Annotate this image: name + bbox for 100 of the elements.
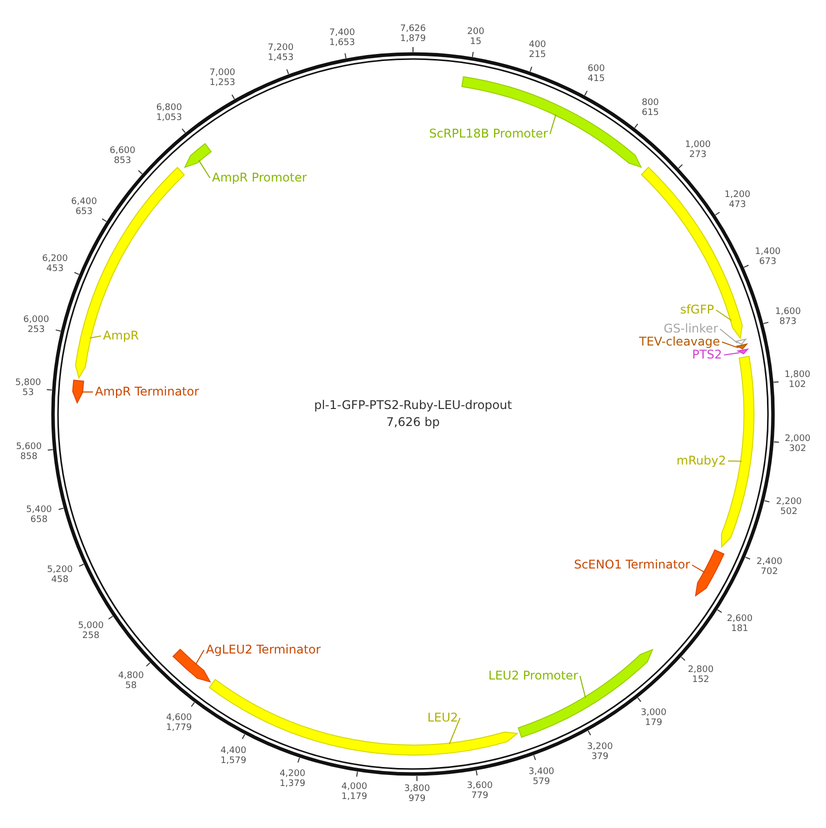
tick-label: 7,000 bbox=[210, 68, 236, 78]
tick-label: 473 bbox=[728, 200, 746, 210]
tick-label: 6,600 bbox=[110, 146, 136, 156]
tick-label: 7,400 bbox=[329, 28, 355, 38]
tick-label: 1,579 bbox=[220, 756, 246, 766]
tick-label: 3,200 bbox=[587, 742, 613, 752]
feature-label: mRuby2 bbox=[676, 454, 726, 468]
tick-label: 273 bbox=[689, 150, 706, 160]
leader-line bbox=[198, 160, 210, 178]
tick-label: 4,200 bbox=[280, 769, 306, 780]
tick-label: 1,053 bbox=[156, 112, 182, 123]
leader-line bbox=[716, 310, 732, 321]
leader-line bbox=[692, 564, 706, 573]
tick-label: 5,200 bbox=[47, 565, 73, 576]
feature-label: GS-linker bbox=[664, 322, 718, 336]
feature-label: ScENO1 Terminator bbox=[574, 558, 690, 572]
tick-label: 3,400 bbox=[528, 766, 554, 777]
leader-line bbox=[720, 328, 738, 344]
tick-label: 1,879 bbox=[400, 34, 426, 44]
tick-label: 181 bbox=[731, 624, 748, 634]
tick-label: 179 bbox=[645, 718, 662, 728]
tick-label: 779 bbox=[471, 790, 488, 801]
feature-arc bbox=[208, 679, 518, 756]
tick-label: 1,653 bbox=[329, 38, 355, 48]
tick-label: 2,800 bbox=[688, 664, 714, 675]
tick-label: 102 bbox=[788, 380, 806, 390]
plasmid-name: pl-1-GFP-PTS2-Ruby-LEU-dropout bbox=[314, 397, 512, 414]
feature-label: AmpR Terminator bbox=[95, 386, 200, 398]
feature-arc bbox=[735, 343, 748, 350]
feature-label: AmpR bbox=[103, 330, 139, 342]
tick-label: 5,600 bbox=[16, 442, 42, 452]
tick-label: 3,800 bbox=[404, 784, 430, 794]
tick-label: 1,000 bbox=[685, 140, 711, 150]
feature-label: ScRPL18B Promoter bbox=[429, 128, 548, 140]
feature-label: sfGFP bbox=[680, 304, 714, 316]
feature-label: PTS2 bbox=[692, 348, 722, 362]
feature-arc bbox=[184, 143, 212, 168]
leader-line bbox=[722, 342, 739, 348]
tick-label: 1,253 bbox=[210, 78, 236, 88]
leader-line bbox=[724, 352, 740, 356]
tick-label: 5,400 bbox=[26, 504, 52, 515]
leader-line bbox=[728, 460, 742, 462]
leader-line bbox=[580, 676, 586, 698]
tick-label: 5,000 bbox=[78, 621, 104, 631]
tick-label: 658 bbox=[30, 514, 48, 525]
tick-label: 4,600 bbox=[166, 712, 192, 723]
tick-label: 200 bbox=[467, 26, 484, 37]
tick-label: 215 bbox=[528, 50, 546, 60]
tick-label: 4,000 bbox=[341, 782, 368, 792]
tick-label: 400 bbox=[528, 40, 546, 50]
tick-label: 415 bbox=[588, 74, 605, 84]
tick-label: 600 bbox=[588, 64, 605, 74]
tick-label: 3,600 bbox=[466, 780, 493, 791]
feature-label: LEU2 bbox=[427, 712, 458, 724]
tick-label: 7,200 bbox=[268, 42, 294, 53]
feature-label: TEV-cleavage bbox=[639, 336, 720, 348]
tick-label: 1,453 bbox=[268, 52, 294, 63]
tick-label: 6,800 bbox=[156, 102, 182, 113]
tick-label: 1,779 bbox=[166, 722, 192, 733]
tick-label: 858 bbox=[20, 452, 38, 462]
tick-label: 800 bbox=[642, 98, 659, 108]
feature-label: AmpR Promoter bbox=[212, 172, 307, 184]
tick-label: 2,400 bbox=[756, 557, 782, 568]
feature-label: AgLEU2 Terminator bbox=[206, 644, 321, 656]
tick-label: 458 bbox=[51, 575, 68, 586]
feature-label: LEU2 Promoter bbox=[488, 670, 578, 682]
tick-label: 6,400 bbox=[71, 197, 97, 208]
tick-label: 615 bbox=[642, 108, 659, 118]
tick-label: 5,800 bbox=[15, 378, 42, 388]
leader-line bbox=[550, 114, 556, 134]
tick-label: 2,000 bbox=[784, 434, 811, 444]
tick-label: 1,400 bbox=[754, 246, 781, 257]
tick-label: 1,600 bbox=[775, 307, 801, 318]
tick-label: 58 bbox=[125, 680, 137, 691]
plasmid-length: 7,626 bp bbox=[386, 414, 440, 431]
leader-line bbox=[89, 336, 102, 338]
tick-label: 2,200 bbox=[776, 496, 802, 507]
tick-label: 379 bbox=[591, 752, 609, 762]
feature-arc bbox=[695, 549, 724, 596]
tick-label: 253 bbox=[28, 325, 45, 336]
tick-label: 502 bbox=[780, 506, 798, 517]
tick-label: 302 bbox=[789, 444, 806, 454]
tick-label: 853 bbox=[114, 156, 132, 166]
tick-label: 3,000 bbox=[640, 708, 666, 718]
tick-label: 873 bbox=[779, 317, 797, 328]
tick-label: 2,600 bbox=[726, 614, 753, 624]
tick-label: 4,800 bbox=[118, 670, 144, 681]
tick-label: 152 bbox=[692, 674, 710, 685]
tick-label: 653 bbox=[75, 207, 93, 218]
tick-label: 979 bbox=[408, 794, 426, 804]
tick-label: 6,200 bbox=[42, 254, 68, 264]
tick-label: 579 bbox=[532, 776, 550, 787]
tick-label: 7,626 bbox=[400, 24, 426, 34]
tick-label: 702 bbox=[760, 567, 778, 578]
feature-arc bbox=[734, 338, 748, 345]
tick-label: 673 bbox=[759, 256, 776, 267]
leader-line bbox=[195, 650, 204, 666]
tick-label: 53 bbox=[22, 388, 34, 398]
tick-label: 1,200 bbox=[724, 190, 750, 200]
tick-label: 6,000 bbox=[23, 315, 50, 326]
